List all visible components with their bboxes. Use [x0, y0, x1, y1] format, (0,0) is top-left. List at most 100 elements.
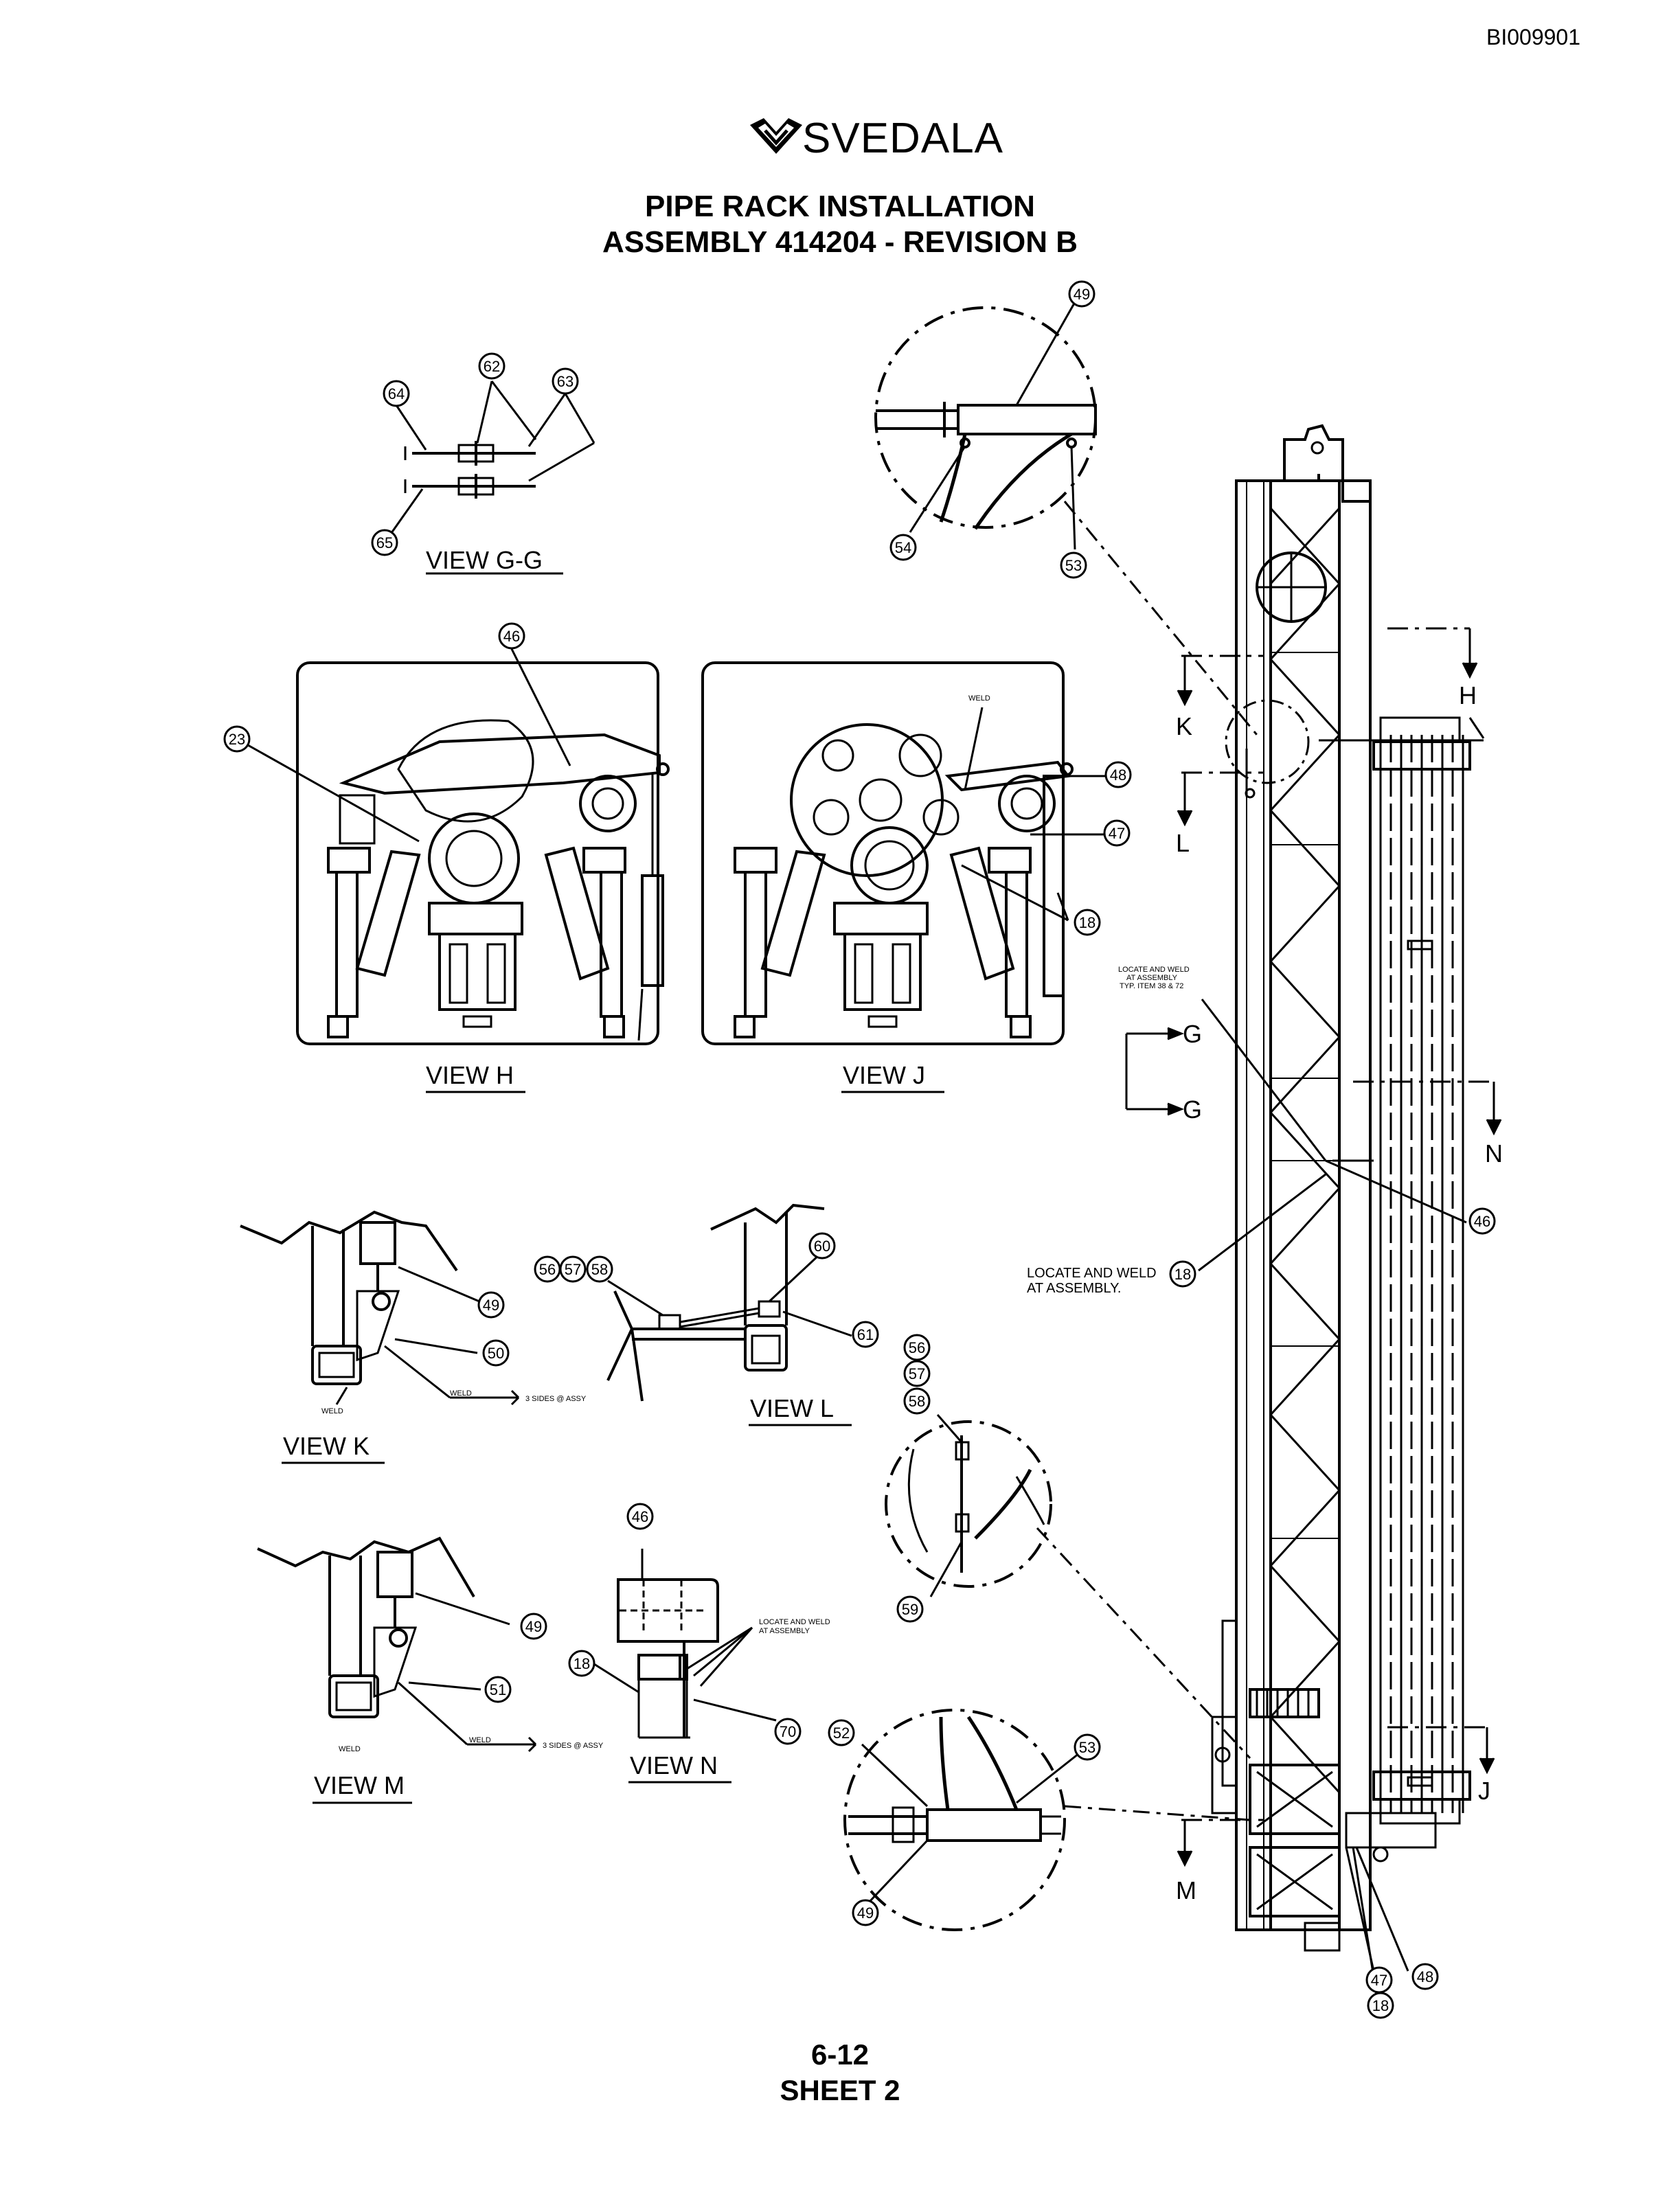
callout-c53a: 53 — [1060, 551, 1087, 579]
note-locate-n-1: LOCATE AND WELD — [759, 1618, 830, 1626]
callout-bubble — [1103, 819, 1131, 847]
callout-c59: 59 — [896, 1595, 924, 1623]
detail-top-circle — [874, 301, 1258, 736]
callout-number: 18 — [574, 1655, 590, 1672]
callout-bubble — [552, 367, 579, 395]
pipe-rack — [1319, 716, 1485, 1825]
callout-c18d: 18 — [1367, 1992, 1394, 2019]
view-j-geometry — [701, 661, 1106, 1093]
callout-bubble — [484, 1676, 512, 1703]
callout-number: 51 — [490, 1681, 506, 1698]
callout-bubble — [808, 1232, 836, 1260]
callout-c57a: 57 — [559, 1255, 587, 1283]
callout-c58a: 58 — [586, 1255, 613, 1283]
callout-bubble — [903, 1387, 931, 1415]
svedala-logo-mark-icon — [750, 118, 802, 154]
callout-c46a: 46 — [498, 622, 525, 650]
callout-number: 23 — [229, 731, 245, 748]
callout-c62: 62 — [478, 352, 506, 380]
view-h-label: VIEW H — [426, 1061, 514, 1089]
callout-number: 53 — [1079, 1739, 1096, 1756]
callout-c52: 52 — [828, 1719, 855, 1746]
callout-number: 58 — [591, 1261, 608, 1278]
note-weld-j: WELD — [968, 694, 990, 703]
document-id: BI009901 — [1486, 25, 1580, 49]
callout-bubble — [1074, 1733, 1101, 1761]
callout-number: 60 — [814, 1238, 830, 1255]
note-locate-n-2: AT ASSEMBLY — [759, 1627, 810, 1635]
callout-c63: 63 — [552, 367, 579, 395]
callout-number: 47 — [1109, 825, 1125, 842]
callout-c56b: 56 — [903, 1334, 931, 1361]
view-h-geometry — [236, 648, 670, 1093]
callout-bubble — [1104, 761, 1132, 788]
note-locate-weld-top-3: TYP. ITEM 38 & 72 — [1120, 982, 1183, 990]
callout-number: 65 — [376, 534, 393, 551]
callout-number: 48 — [1110, 766, 1126, 784]
detail-bottom-circle — [843, 1709, 1251, 1931]
callout-bubble — [903, 1334, 931, 1361]
view-m-label: VIEW M — [314, 1771, 405, 1799]
callout-c70: 70 — [774, 1718, 802, 1745]
detail-middle-circle — [885, 1414, 1251, 1760]
note-locate-weld-top-2: AT ASSEMBLY — [1126, 974, 1178, 982]
callout-bubble — [371, 529, 398, 556]
callout-c65: 65 — [371, 529, 398, 556]
callout-bubble — [852, 1321, 879, 1348]
callout-bubble — [852, 1899, 879, 1926]
callout-c18a: 18 — [1074, 909, 1101, 936]
callout-bubble — [626, 1503, 654, 1530]
callout-number: 70 — [780, 1723, 796, 1740]
callout-number: 49 — [483, 1297, 499, 1314]
callout-c49d: 49 — [852, 1899, 879, 1926]
callout-c51: 51 — [484, 1676, 512, 1703]
callout-bubble — [383, 380, 410, 407]
callout-number: 49 — [857, 1904, 874, 1922]
callout-bubble — [478, 352, 506, 380]
callout-bubble — [1074, 909, 1101, 936]
view-j-label: VIEW J — [843, 1061, 925, 1089]
section-letter-n: N — [1485, 1139, 1503, 1168]
callout-c58b: 58 — [903, 1387, 931, 1415]
callout-number: 48 — [1417, 1968, 1433, 1985]
callout-number: 18 — [1079, 914, 1096, 931]
note-sides-k: 3 SIDES @ ASSY — [525, 1395, 587, 1403]
callout-bubble — [498, 622, 525, 650]
sheet-number: SHEET 2 — [780, 2074, 900, 2106]
callout-c49a: 49 — [1068, 280, 1096, 308]
callout-c48a: 48 — [1104, 761, 1132, 788]
callout-c49b: 49 — [477, 1291, 505, 1319]
note-weld-m-2: WELD — [469, 1736, 491, 1744]
section-letter-m: M — [1176, 1876, 1196, 1904]
section-letter-g-bottom: G — [1183, 1095, 1202, 1124]
callout-bubble — [1068, 280, 1096, 308]
note-weld-k-2: WELD — [450, 1389, 472, 1398]
callout-number: 50 — [488, 1345, 504, 1362]
section-letter-k: K — [1176, 712, 1192, 740]
callout-c57b: 57 — [903, 1360, 931, 1387]
callout-bubble — [477, 1291, 505, 1319]
callout-number: 54 — [895, 539, 911, 556]
view-n-label: VIEW N — [630, 1751, 718, 1779]
page-number: 6-12 — [810, 2038, 870, 2071]
callout-number: 57 — [565, 1261, 581, 1278]
callout-c56a: 56 — [534, 1255, 561, 1283]
note-locate-weld-top-1: LOCATE AND WELD — [1118, 966, 1190, 974]
callout-number: 53 — [1065, 557, 1082, 574]
note-locate-weld-18-2: AT ASSEMBLY. — [1027, 1281, 1121, 1296]
callout-c61: 61 — [852, 1321, 879, 1348]
mast-detail-circle-kl — [1225, 699, 1310, 799]
mast-leaders — [1198, 999, 1467, 1999]
drawing-title: PIPE RACK INSTALLATION — [645, 190, 1035, 223]
svedala-logo: SVEDALA — [742, 110, 1003, 165]
note-locate-weld-18-1: LOCATE AND WELD — [1027, 1266, 1157, 1281]
callout-bubble — [889, 534, 917, 561]
callout-number: 46 — [1474, 1213, 1490, 1230]
callout-c47a: 47 — [1103, 819, 1131, 847]
callout-bubble — [223, 725, 251, 753]
callout-number: 52 — [833, 1724, 850, 1742]
callout-number: 62 — [484, 358, 500, 375]
note-weld-k-1: WELD — [321, 1407, 343, 1415]
